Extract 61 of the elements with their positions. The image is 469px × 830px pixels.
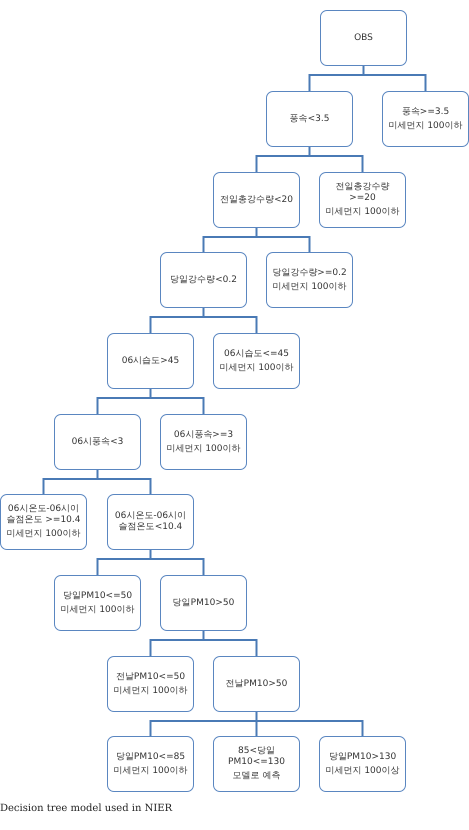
condition-text: 전일총강수량>=20 [334, 182, 390, 204]
condition-text: 06시온도-06시이 슬점온도<10.4 [114, 511, 188, 533]
result-text: 미세먼지 100이하 [388, 120, 463, 132]
condition-text: 당일PM10>130 [328, 752, 396, 762]
connector-line [96, 470, 152, 494]
condition-text: 06시습도>45 [122, 356, 180, 366]
condition-text: 전날PM10>50 [226, 678, 288, 690]
leaf-box [213, 333, 300, 389]
result-text: 미세먼지 100이하 [166, 444, 241, 454]
result-text: 미세먼지 100이하 [60, 604, 135, 616]
result-text: 미세먼지 100이하 [219, 362, 294, 374]
decision-box [54, 414, 141, 470]
connector-line [308, 147, 364, 172]
decision-box [160, 252, 247, 308]
condition-text: OBS [354, 32, 373, 44]
condition-text: 06시온도-06시이 슬점온도 >=10.4 [6, 504, 82, 526]
result-text: 미세먼지 100이하 [272, 282, 347, 292]
leaf-box [54, 575, 141, 631]
leaf-box [266, 252, 353, 308]
connector-line [256, 712, 364, 736]
decision-box [160, 575, 247, 631]
condition-text: 06시풍속<3 [72, 436, 124, 448]
connector-line [150, 389, 204, 414]
decision-box [107, 333, 194, 389]
condition-text: 당일강수량>=0.2 [272, 268, 347, 278]
decision-box [266, 91, 353, 147]
decision-box [213, 656, 300, 712]
condition-text: 전날PM10<=50 [116, 672, 186, 682]
leaf-box [319, 172, 406, 228]
leaf-box [213, 736, 300, 792]
result-text: 모델로 예측 [232, 771, 280, 782]
leaf-box [319, 736, 406, 792]
leaf-box [107, 736, 194, 792]
condition-text: 06시풍속>=3 [174, 430, 234, 440]
condition-text: 06시습도<=45 [224, 348, 289, 360]
condition-text: 당일PM10>50 [172, 598, 234, 608]
result-text: 미세먼지 100이하 [113, 686, 188, 696]
decision-box [320, 10, 407, 66]
leaf-box [0, 494, 87, 550]
result-text: 미세먼지 100이하 [6, 529, 81, 540]
result-text: 미세먼지 100이하 [325, 207, 400, 218]
connector-line [202, 308, 258, 333]
leaf-box [382, 91, 469, 147]
condition-text: 85<당일 PM10<=130 [227, 746, 286, 768]
condition-text: 풍속>=3.5 [402, 106, 450, 118]
caption: Decision tree model used in NIER [0, 803, 172, 814]
condition-text: 당일PM10<=50 [62, 590, 132, 602]
result-text: 미세먼지 100이하 [113, 766, 188, 776]
connector-line [150, 550, 204, 575]
decision-box [213, 172, 300, 228]
result-text: 미세먼지 100이상 [325, 766, 400, 776]
condition-text: 당일PM10<=85 [116, 752, 186, 762]
condition-text: 당일강수량<0.2 [170, 274, 237, 286]
connector-line [202, 631, 258, 656]
decision-box [107, 494, 194, 550]
condition-text: 풍속<3.5 [290, 114, 330, 124]
connector-line [256, 228, 310, 252]
leaf-box [160, 414, 247, 470]
connector-line [362, 66, 426, 91]
leaf-box [107, 656, 194, 712]
condition-text: 전일총강수량<20 [220, 194, 293, 206]
